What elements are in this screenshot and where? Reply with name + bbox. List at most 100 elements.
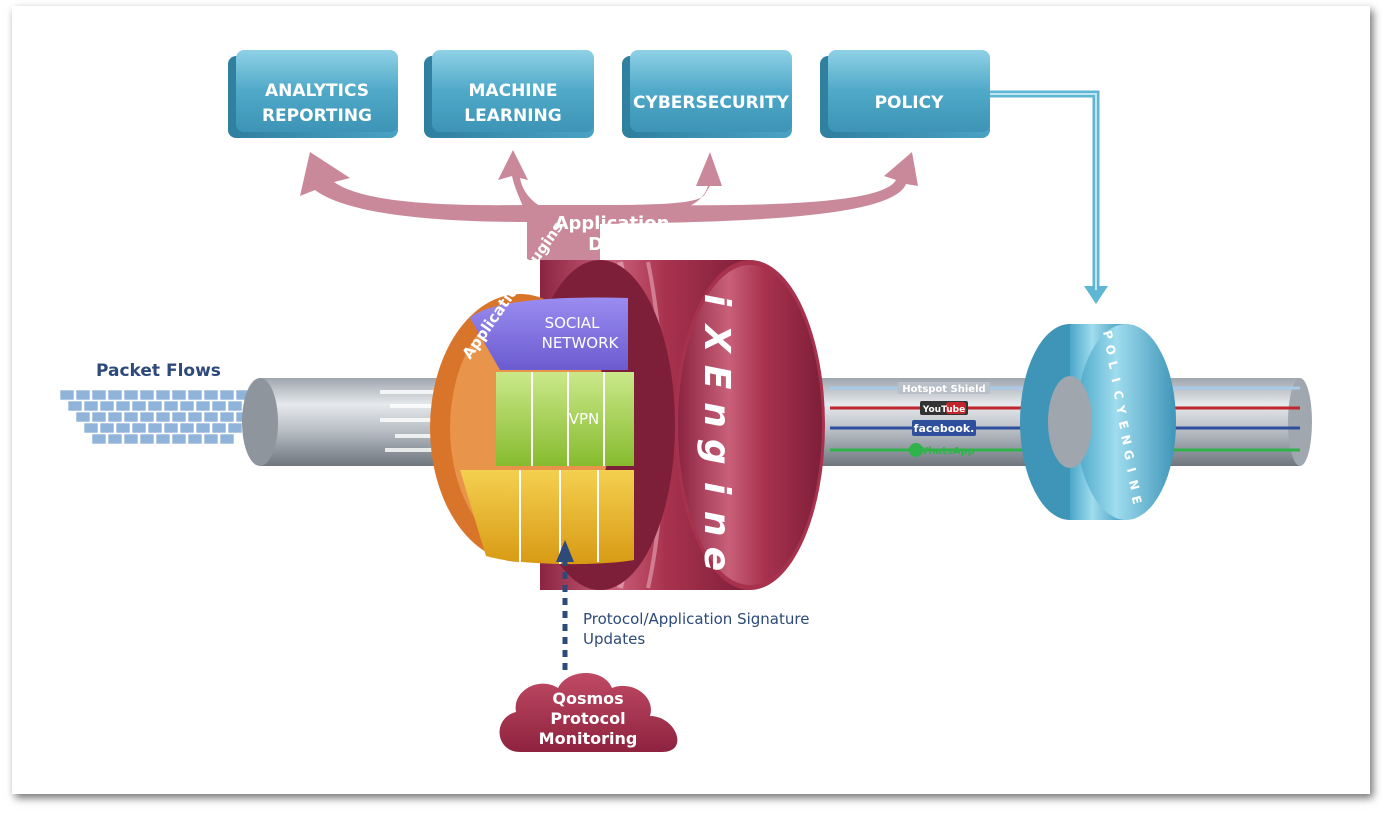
packet-cube <box>91 433 107 445</box>
svg-text:POLICY: POLICY <box>875 93 945 113</box>
policy-engine-letter: N <box>1118 433 1134 446</box>
packet-cube <box>123 411 139 423</box>
social-network-segment <box>470 297 628 370</box>
packet-cube <box>155 411 171 423</box>
application-data-label-2: Data <box>588 234 636 255</box>
ixengine-letter: X <box>696 323 737 355</box>
packet-cube <box>171 389 187 401</box>
signature-updates-label-2: Updates <box>583 630 645 648</box>
qosmos-cloud: Qosmos Protocol Monitoring <box>499 673 678 752</box>
packet-cube <box>155 433 171 445</box>
packet-flow-cubes <box>59 389 267 445</box>
packet-cube <box>75 411 91 423</box>
policy-engine-letter: N <box>1126 478 1142 491</box>
packet-cube <box>139 411 155 423</box>
svg-text:MACHINE: MACHINE <box>469 81 558 101</box>
packet-cube <box>75 389 91 401</box>
ixengine-letter: n <box>696 511 737 537</box>
packet-cube <box>139 433 155 445</box>
policy-engine-letter: E <box>1116 419 1132 431</box>
packet-cube <box>163 400 179 412</box>
packet-cube <box>131 400 147 412</box>
packet-cube <box>123 389 139 401</box>
ixengine-letter: i <box>696 482 737 495</box>
packet-cube <box>195 400 211 412</box>
packet-cube <box>107 389 123 401</box>
policy-engine-letter: L <box>1105 359 1121 370</box>
packet-flows-label: Packet Flows <box>96 361 221 381</box>
youtube-logo: YouTube <box>922 405 965 415</box>
cloud-line-3: Monitoring <box>539 729 638 748</box>
packet-cube <box>147 422 163 434</box>
ixengine-letter: e <box>696 547 737 571</box>
box-analytics-reporting: ANALYTICS REPORTING <box>228 50 398 138</box>
protocol-segment <box>460 470 634 565</box>
vpn-label: VPN <box>569 410 600 428</box>
policy-feedback-arrow <box>990 90 1108 304</box>
ixengine-letter: n <box>696 402 737 428</box>
packet-cube <box>187 411 203 423</box>
packet-cube <box>91 389 107 401</box>
policy-engine-letter: E <box>1129 494 1145 506</box>
diagram-frame: ANALYTICS REPORTING MACHINE LEARNING CYB… <box>12 6 1370 794</box>
packet-cube <box>115 400 131 412</box>
box-policy: POLICY <box>820 50 990 138</box>
packet-cube <box>139 389 155 401</box>
packet-cube <box>171 411 187 423</box>
packet-cube <box>147 400 163 412</box>
packet-cube <box>203 411 219 423</box>
packet-cube <box>211 422 227 434</box>
application-data-label: Application <box>555 213 670 234</box>
packet-cube <box>99 422 115 434</box>
signature-updates-label: Protocol/Application Signature <box>583 610 809 628</box>
packet-cube <box>179 422 195 434</box>
policy-engine-letter: P <box>1100 329 1116 341</box>
packet-cube <box>163 422 179 434</box>
social-network-label-2: NETWORK <box>542 334 620 352</box>
facebook-logo: facebook. <box>914 422 975 435</box>
whatsapp-icon <box>909 443 923 457</box>
ixengine-letter: i <box>696 294 737 307</box>
policy-engine-letter: Y <box>1113 403 1129 416</box>
packet-cube <box>123 433 139 445</box>
packet-cube <box>91 411 107 423</box>
packet-cube <box>59 389 75 401</box>
packet-cube <box>219 411 235 423</box>
packet-cube <box>155 389 171 401</box>
packet-cube <box>107 433 123 445</box>
packet-cube <box>99 400 115 412</box>
whatsapp-label: WhatsApp <box>917 446 975 457</box>
policy-engine-letter: O <box>1102 343 1118 356</box>
application-data-arrows <box>300 150 918 260</box>
packet-cube <box>67 400 83 412</box>
cloud-line-2: Protocol <box>550 709 625 728</box>
svg-text:ANALYTICS: ANALYTICS <box>265 81 369 101</box>
box-machine-learning: MACHINE LEARNING <box>424 50 594 138</box>
packet-cube <box>227 400 243 412</box>
application-plugins-wheel: SOCIAL NETWORK VPN Application Plugins <box>430 218 634 565</box>
packet-cube <box>227 422 243 434</box>
packet-cube <box>115 422 131 434</box>
packet-cube <box>219 389 235 401</box>
ixengine-letter: E <box>696 365 737 390</box>
packet-cube <box>83 422 99 434</box>
social-network-label: SOCIAL <box>545 314 600 332</box>
packet-cube <box>187 389 203 401</box>
policy-engine-letter: G <box>1121 448 1137 461</box>
packet-cube <box>211 400 227 412</box>
packet-cube <box>187 433 203 445</box>
policy-engine-letter: I <box>1124 466 1139 474</box>
policy-engine-letter: I <box>1108 376 1123 384</box>
packet-cube <box>195 422 211 434</box>
policy-engine-letter: C <box>1110 389 1126 401</box>
packet-cube <box>131 422 147 434</box>
packet-cube <box>107 411 123 423</box>
ixengine-diagram: ANALYTICS REPORTING MACHINE LEARNING CYB… <box>59 50 1312 752</box>
cloud-line-1: Qosmos <box>552 689 623 708</box>
packet-cube <box>203 433 219 445</box>
packet-cube <box>171 433 187 445</box>
packet-cube <box>203 389 219 401</box>
signature-update-arrow <box>556 540 574 670</box>
packet-cube <box>219 433 235 445</box>
